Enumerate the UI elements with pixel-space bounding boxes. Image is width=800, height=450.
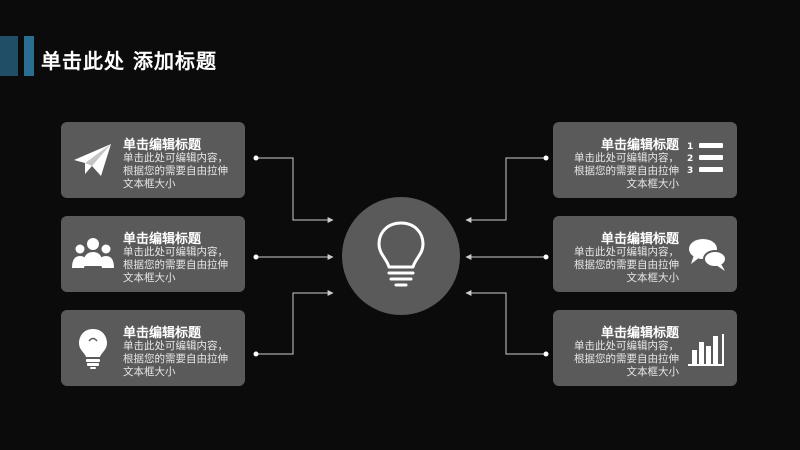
card-description[interactable]: 单击此处可编辑内容，根据您的需要自由拉伸文本框大小 — [123, 340, 228, 378]
card-description[interactable]: 单击此处可编辑内容，根据您的需要自由拉伸文本框大小 — [574, 340, 679, 378]
card-description[interactable]: 单击此处可编辑内容，根据您的需要自由拉伸文本框大小 — [123, 246, 228, 284]
card-description[interactable]: 单击此处可编辑内容，根据您的需要自由拉伸文本框大小 — [123, 152, 228, 190]
card-title[interactable]: 单击编辑标题 — [123, 232, 202, 247]
card-description[interactable]: 单击此处可编辑内容，根据您的需要自由拉伸文本框大小 — [574, 246, 679, 284]
connector-dot-left-top — [253, 155, 259, 161]
chat-bubbles-icon — [689, 239, 727, 271]
card-right-2[interactable]: 单击编辑标题 单击此处可编辑内容，根据您的需要自由拉伸文本框大小 — [553, 216, 737, 292]
card-title[interactable]: 单击编辑标题 — [600, 232, 679, 247]
card-right-1[interactable]: 1 2 3 单击编辑标题 单击此处可编辑内容，根据您的需要自由拉伸文本框大小 — [553, 122, 737, 198]
card-title[interactable]: 单击编辑标题 — [123, 326, 202, 341]
lightbulb-outline-icon — [377, 221, 425, 287]
title-accent-block-light — [24, 36, 34, 76]
card-title[interactable]: 单击编辑标题 — [600, 326, 679, 341]
connector-dot-left-middle — [253, 254, 259, 260]
page-title[interactable]: 单击此处 添加标题 — [41, 49, 217, 73]
card-title[interactable]: 单击编辑标题 — [123, 138, 202, 153]
card-left-3[interactable]: 单击编辑标题 单击此处可编辑内容，根据您的需要自由拉伸文本框大小 — [61, 310, 245, 386]
connector-dot-right-top — [543, 155, 549, 161]
lightbulb-icon — [79, 329, 107, 369]
svg-text:2: 2 — [687, 154, 693, 164]
connector-left-top — [256, 157, 334, 223]
paper-plane-icon — [74, 144, 111, 176]
connector-dot-right-middle — [543, 254, 549, 260]
title-accent-block-dark — [0, 36, 18, 76]
svg-text:1: 1 — [687, 142, 693, 152]
numbered-list-icon: 1 2 3 — [687, 142, 723, 176]
card-description[interactable]: 单击此处可编辑内容，根据您的需要自由拉伸文本框大小 — [574, 152, 679, 190]
connector-dot-left-bottom — [253, 351, 259, 357]
card-left-1[interactable]: 单击编辑标题 单击此处可编辑内容，根据您的需要自由拉伸文本框大小 — [61, 122, 245, 198]
connector-right-top — [465, 157, 546, 223]
bar-chart-icon — [688, 334, 724, 366]
users-icon — [72, 238, 114, 268]
connector-dot-right-bottom — [543, 351, 549, 357]
title-accent-bar — [0, 36, 34, 76]
card-title[interactable]: 单击编辑标题 — [600, 138, 679, 153]
connector-left-bottom — [256, 290, 334, 355]
center-circle — [342, 197, 460, 315]
connector-right-bottom — [465, 290, 546, 355]
card-right-3[interactable]: 单击编辑标题 单击此处可编辑内容，根据您的需要自由拉伸文本框大小 — [553, 310, 737, 386]
svg-text:3: 3 — [687, 166, 693, 176]
card-left-2[interactable]: 单击编辑标题 单击此处可编辑内容，根据您的需要自由拉伸文本框大小 — [61, 216, 245, 292]
